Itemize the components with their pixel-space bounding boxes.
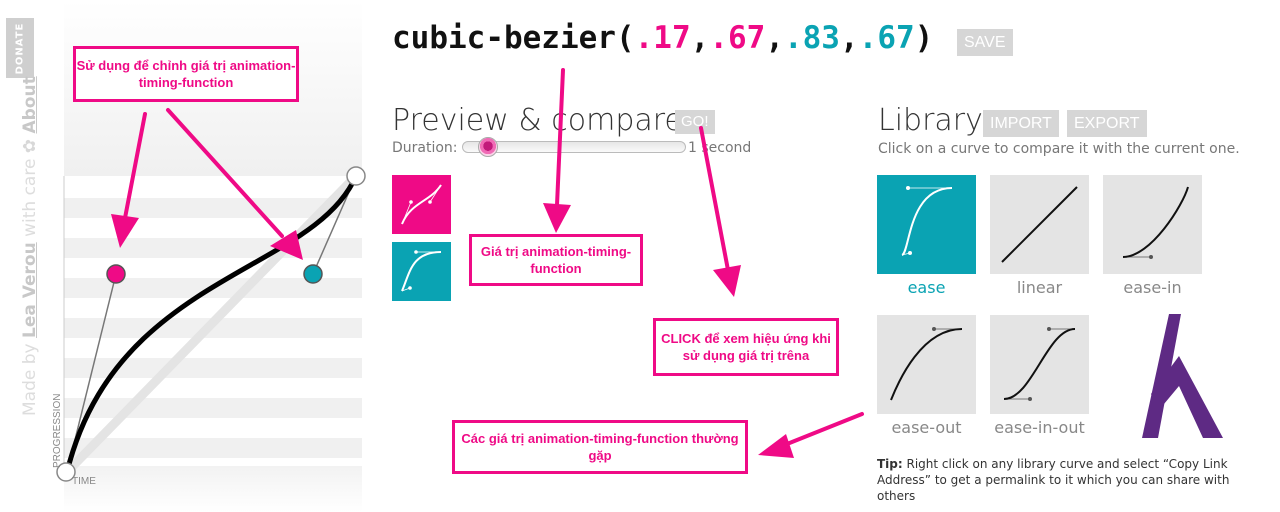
preview-box-compare[interactable] (392, 242, 451, 301)
editor-overflow-bottom (64, 466, 362, 512)
arrow-to-value (555, 68, 565, 207)
duration-slider[interactable] (462, 141, 686, 153)
import-button[interactable]: IMPORT (983, 110, 1059, 137)
lea-verou-logo-icon (1142, 314, 1223, 438)
annotation-control-points: Sử dụng để chỉnh giá trị animation-timin… (73, 46, 299, 102)
ease-out-curve-icon (890, 327, 963, 401)
arrow-to-p2-handle (166, 108, 284, 238)
start-point-handle (56, 462, 76, 482)
arrow-from-library (780, 412, 864, 448)
library-curve-linear[interactable] (990, 175, 1089, 274)
export-button[interactable]: EXPORT (1067, 110, 1147, 137)
duration-label: Duration: (392, 140, 458, 156)
time-axis-label: TIME (72, 476, 96, 487)
annotation-value: Giá trị animation-timing-function (469, 234, 643, 286)
save-button[interactable]: SAVE (957, 29, 1013, 56)
linear-curve-icon (1001, 186, 1078, 263)
ease-in-out-curve-icon (1003, 327, 1076, 401)
donate-button[interactable]: DONATE (6, 18, 34, 78)
library-tip: Tip: Right click on any library curve an… (877, 457, 1230, 503)
arrow-to-go (699, 126, 730, 272)
bezier-curve (64, 174, 359, 473)
param-y2: .67 (858, 20, 915, 56)
library-curve-label: ease-in-out (994, 418, 1085, 437)
library-curve-label: ease (907, 278, 946, 297)
preview-box-current[interactable] (392, 175, 451, 234)
control-point-p1[interactable] (106, 264, 126, 284)
param-x1: .17 (634, 20, 691, 56)
arrow-to-p1-handle (123, 112, 147, 220)
linear-reference-line (63, 172, 360, 476)
param-y1: .67 (709, 20, 766, 56)
bezier-editor[interactable] (63, 166, 366, 476)
library-curve-label: ease-out (891, 418, 962, 437)
go-button[interactable]: GO! (675, 110, 715, 134)
annotation-go: CLICK để xem hiệu ứng khi sử dụng giá tr… (653, 318, 839, 376)
library-title: Library (878, 103, 983, 138)
ease-in-curve-icon (1122, 186, 1189, 259)
ease-curve-icon (901, 186, 953, 256)
library-curve-ease-out[interactable] (877, 315, 976, 414)
library-description: Click on a curve to compare it with the … (878, 141, 1240, 157)
preview-curve-current-icon (401, 184, 442, 225)
library-curve-label: linear (1016, 278, 1063, 297)
library-curve-ease-in-out[interactable] (990, 315, 1089, 414)
library-curve-ease-in[interactable] (1103, 175, 1202, 274)
end-point-handle (346, 166, 366, 186)
param-x2: .83 (783, 20, 840, 56)
library-curve-ease[interactable] (877, 175, 976, 274)
preview-curve-compare-icon (401, 250, 442, 292)
editor-stripes (64, 198, 362, 458)
cubic-bezier-value: cubic-bezier(.17,.67,.83,.67) (392, 20, 934, 56)
control-point-p2[interactable] (303, 264, 323, 284)
duration-slider-knob[interactable] (478, 137, 498, 157)
preview-title: Preview & compare (392, 103, 683, 138)
annotation-library: Các giá trị animation-timing-function th… (452, 420, 748, 474)
library-curve-label: ease-in (1123, 278, 1182, 297)
